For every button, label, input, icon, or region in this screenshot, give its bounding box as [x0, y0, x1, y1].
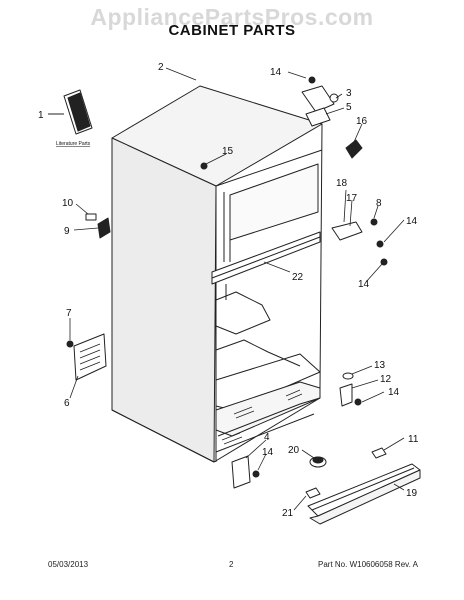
center-hinge — [331, 221, 363, 241]
callout-22: 22 — [292, 272, 304, 283]
callout-5: 5 — [346, 102, 352, 113]
bottom-hinge — [231, 455, 251, 489]
footer-part-number: Part No. W10606058 Rev. A — [318, 560, 418, 569]
crisper-base — [215, 381, 321, 437]
footer-date: 05/03/2013 — [48, 560, 89, 569]
door-stop — [97, 217, 111, 239]
callout-8: 8 — [376, 198, 382, 209]
cabinet-side — [111, 137, 217, 463]
callout-4: 4 — [264, 432, 270, 443]
roller-bracket — [339, 383, 353, 407]
callout-13: 13 — [374, 360, 386, 371]
callout-16: 16 — [356, 116, 368, 127]
freezer-opening — [229, 163, 319, 241]
callout-9: 9 — [64, 226, 70, 237]
callout-3: 3 — [346, 88, 352, 99]
callout-18: 18 — [336, 178, 348, 189]
literature-label: Literature Parts — [56, 141, 91, 147]
watermark: AppliancePartsPros.com — [90, 4, 374, 30]
footer-page: 2 — [229, 560, 234, 569]
hinge-shim — [305, 107, 331, 127]
top-hinge — [301, 85, 335, 113]
callout-14: 14 — [262, 447, 274, 458]
hinge-cover — [345, 139, 363, 159]
callout-12: 12 — [380, 374, 392, 385]
callout-1: 1 — [38, 110, 44, 121]
cabinet-front-frame — [215, 149, 323, 187]
compressor-cover — [73, 333, 107, 381]
callout-14: 14 — [388, 387, 400, 398]
callout-10: 10 — [62, 198, 74, 209]
callout-17: 17 — [346, 193, 358, 204]
page-title: CABINET PARTS — [168, 22, 296, 39]
grille-clip-small — [305, 487, 321, 499]
callout-6: 6 — [64, 398, 70, 409]
cabinet-front-right-edge — [319, 123, 323, 389]
callout-14: 14 — [406, 216, 418, 227]
callout-7: 7 — [66, 308, 72, 319]
toe-grille — [307, 463, 421, 517]
callout-20: 20 — [288, 445, 300, 456]
callout-2: 2 — [158, 62, 164, 73]
callout-14: 14 — [270, 67, 282, 78]
callout-14: 14 — [358, 279, 370, 290]
callout-21: 21 — [282, 508, 294, 519]
callout-11: 11 — [408, 434, 419, 445]
callout-19: 19 — [406, 488, 418, 499]
inner-shelf-1 — [215, 291, 271, 335]
inner-shelf-2 — [215, 339, 301, 367]
grille-clip — [371, 447, 387, 459]
callout-15: 15 — [222, 146, 234, 157]
